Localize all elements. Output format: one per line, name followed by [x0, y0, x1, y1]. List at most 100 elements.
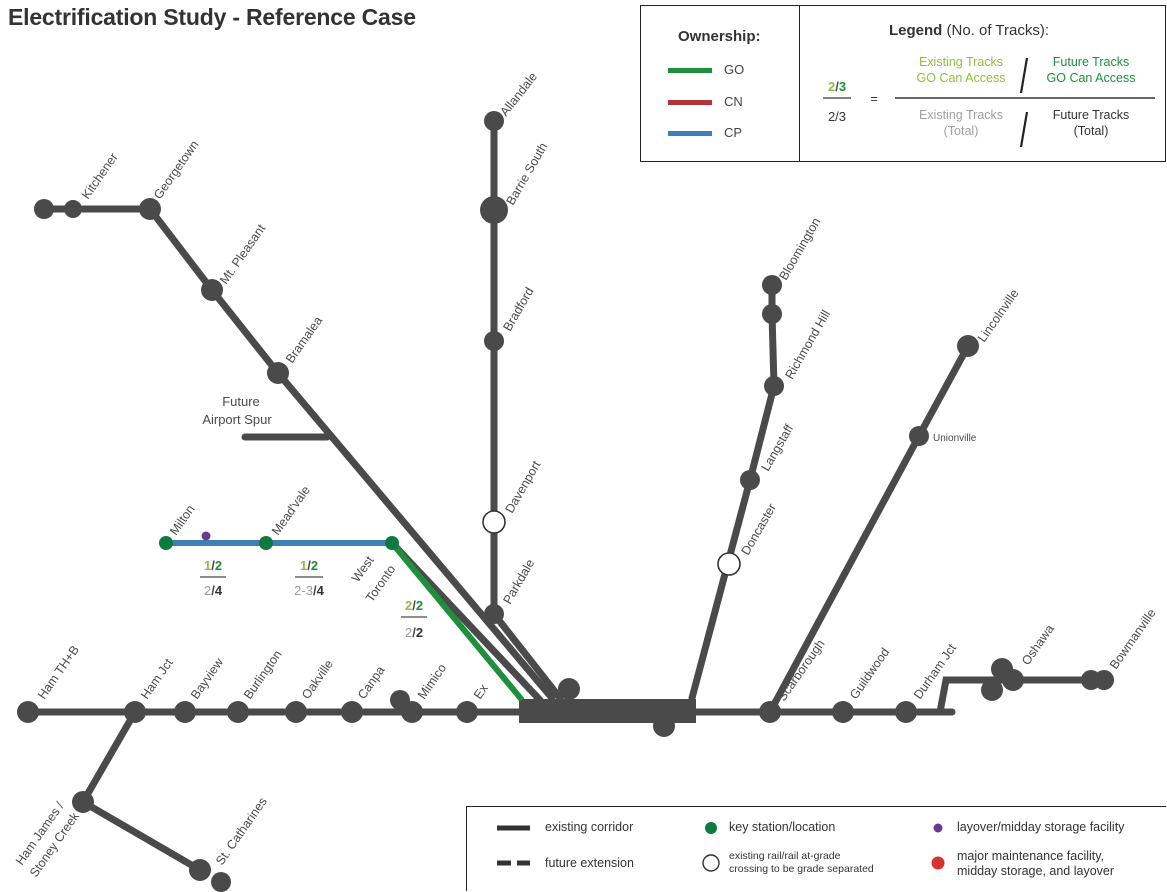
label-ham-jct: Ham Jct [138, 656, 176, 702]
label-bradford: Bradford [500, 285, 536, 334]
ownership-title: Ownership: [678, 28, 761, 45]
station-oakville[interactable] [285, 701, 307, 723]
station-durham-jct[interactable] [895, 701, 917, 723]
ownership-cp: CP [668, 125, 788, 141]
station-oshawa-3[interactable] [981, 679, 1003, 701]
key-future-extension: future extension [545, 856, 634, 870]
station-richmond-hill[interactable] [764, 376, 784, 396]
station-oshawa-2[interactable] [1002, 669, 1024, 691]
page-title: Electrification Study - Reference Case [8, 4, 416, 30]
station-mimico-2[interactable] [401, 701, 423, 723]
label-davenport: Davenport [502, 458, 543, 515]
label-kitchener: Kitchener [79, 150, 121, 201]
label-canpa: Canpa [355, 663, 388, 701]
station-parkdale[interactable] [484, 604, 504, 624]
station-ham-thb[interactable] [17, 701, 39, 723]
key-layover: layover/midday storage facility [957, 820, 1125, 834]
layover-milton[interactable] [201, 531, 211, 541]
station-bayview[interactable] [174, 701, 196, 723]
label-guildwood: Guildwood [847, 645, 892, 701]
svg-text:2/3: 2/3 [828, 109, 846, 124]
label-bowmanville: Bowmanville [1107, 606, 1159, 672]
ham-james-corridor [78, 708, 204, 874]
kitchener-corridor [40, 205, 556, 702]
label-mt-pleasant: Mt. Pleasant [217, 221, 269, 286]
label-parkdale: Parkdale [500, 557, 537, 607]
oshawa-corridor [936, 676, 1109, 716]
station-bramalea[interactable] [267, 362, 289, 384]
station-ex[interactable] [456, 701, 478, 723]
ownership-cn: CN [668, 94, 788, 110]
station-ham-james[interactable] [72, 791, 94, 813]
label-ham-thb: Ham TH+B [35, 643, 82, 702]
station-canpa[interactable] [341, 701, 363, 723]
label-unionville: Unionville [933, 433, 977, 444]
station-guildwood[interactable] [832, 701, 854, 723]
legend-box: Ownership: GO CN CP Legend (No. of Track… [640, 5, 1166, 162]
station-burlington[interactable] [227, 701, 249, 723]
label-meadvale: Mead'vale [269, 483, 313, 537]
station-scarborough[interactable] [759, 701, 781, 723]
track-fraction-meadvale: 1/2 2-3/4 [294, 558, 324, 598]
label-airport-spur-2: Airport Spur [202, 412, 272, 427]
station-bloomington[interactable] [762, 275, 782, 295]
label-allandale: Allandale [497, 70, 540, 119]
station-bowmanville-2[interactable] [1094, 670, 1114, 690]
label-mimico: Mimico [415, 661, 449, 701]
station-union-south[interactable] [653, 715, 675, 737]
station-bloomington-2[interactable] [762, 304, 782, 324]
key-existing-corridor: existing corridor [545, 820, 634, 834]
label-milton: Milton [167, 502, 198, 537]
tracks-legend-title: Legend (No. of Tracks): [889, 22, 1050, 39]
svg-text:=: = [870, 91, 878, 106]
station-langstaff[interactable] [740, 470, 760, 490]
ownership-legend: Ownership: GO CN CP [641, 6, 800, 161]
station-lincolnville[interactable] [957, 335, 979, 357]
station-markers [17, 111, 1114, 892]
key-station-meadvale[interactable] [259, 536, 273, 550]
label-west-toronto-1: West [349, 553, 377, 585]
station-union-north[interactable] [558, 678, 580, 700]
track-fraction-west-toronto: 2/2 2/2 [401, 598, 427, 640]
label-airport-spur-1: Future [222, 394, 260, 409]
go-swatch [668, 68, 712, 73]
key-key-station: key station/location [729, 820, 836, 834]
cp-label: CP [724, 125, 743, 140]
station-st-catharines-2[interactable] [211, 872, 231, 892]
station-labels: Allandale Barrie South Bradford Davenpor… [13, 70, 1159, 880]
crossing-davenport[interactable] [482, 510, 506, 534]
existing-total-label: Existing Tracks(Total) [918, 108, 1004, 138]
cp-swatch [668, 131, 712, 136]
crossing-doncaster[interactable] [717, 552, 741, 576]
key-station-west-toronto[interactable] [385, 536, 399, 550]
future-total-label: Future Tracks(Total) [1052, 108, 1130, 138]
station-georgetown[interactable] [139, 198, 161, 220]
key-station-milton[interactable] [159, 536, 173, 550]
ownership-go: GO [668, 62, 788, 78]
station-st-catharines-1[interactable] [189, 859, 211, 881]
label-bloomington: Bloomington [776, 215, 823, 282]
station-kitchener-2[interactable] [64, 200, 82, 218]
svg-text:2-3/4: 2-3/4 [294, 583, 324, 598]
station-kitchener[interactable] [34, 199, 54, 219]
svg-text:1/2: 1/2 [300, 558, 318, 573]
cn-swatch [668, 100, 712, 105]
track-fraction-milton: 1/2 2/4 [200, 558, 226, 598]
station-ham-jct[interactable] [124, 701, 146, 723]
station-mt-pleasant[interactable] [201, 279, 223, 301]
station-barrie-south[interactable] [480, 196, 508, 224]
corridor-lines [24, 117, 1109, 874]
go-label: GO [724, 62, 745, 77]
label-ex: Ex [471, 681, 491, 702]
svg-text:2/2: 2/2 [405, 625, 423, 640]
station-bradford[interactable] [484, 331, 504, 351]
svg-text:2/2: 2/2 [405, 598, 423, 613]
symbol-key-box: existing corridor future extension key s… [466, 806, 1166, 891]
station-allandale[interactable] [484, 111, 504, 131]
station-unionville[interactable] [909, 426, 929, 446]
key-symbols [497, 822, 945, 872]
label-burlington: Burlington [241, 648, 285, 702]
label-bramalea: Bramalea [283, 314, 325, 366]
